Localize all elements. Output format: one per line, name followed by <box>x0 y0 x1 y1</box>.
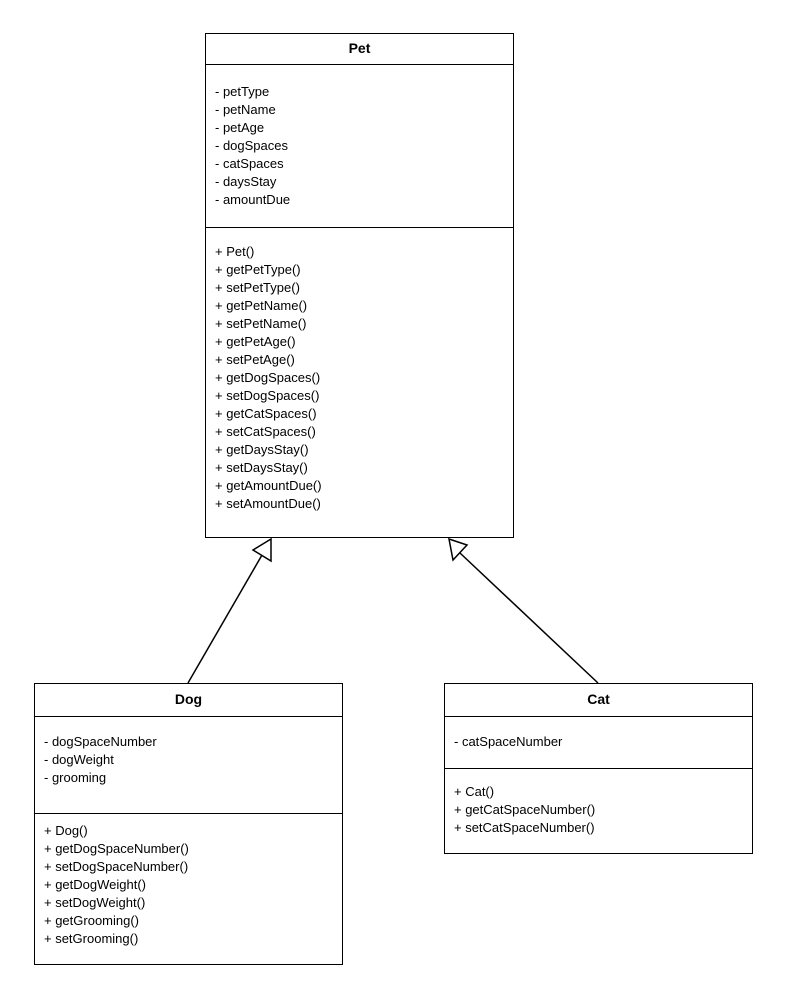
cat-class-name: Cat <box>445 684 752 717</box>
pet-operation: + getAmountDue() <box>215 478 322 493</box>
pet-attribute: - petType <box>215 84 270 99</box>
cat-operations: + Cat() + getCatSpaceNumber() + setCatSpac… <box>445 769 752 837</box>
cat-class[interactable]: Cat - catSpaceNumber + Cat() + getCatSpac… <box>444 683 753 854</box>
dog-operation: + getDogSpaceNumber() <box>44 841 189 856</box>
dog-operation: + setGrooming() <box>44 931 139 946</box>
pet-class-name: Pet <box>206 34 513 65</box>
pet-operation: + getPetAge() <box>215 334 296 349</box>
pet-operation: + getDogSpaces() <box>215 370 321 385</box>
pet-operation: + getDaysStay() <box>215 442 309 457</box>
pet-operation: + setPetName() <box>215 316 307 331</box>
pet-operation: + setCatSpaces() <box>215 424 316 439</box>
pet-attribute: - daysStay <box>215 174 277 189</box>
pet-operation: + setAmountDue() <box>215 496 321 511</box>
dog-operations: + Dog() + getDogSpaceNumber() + setDogSpac… <box>35 814 342 948</box>
pet-operation: + setDogSpaces() <box>215 388 320 403</box>
dog-operation: + setDogSpaceNumber() <box>44 859 189 874</box>
cat-generalization-line <box>459 552 599 684</box>
dog-operation: + getDogWeight() <box>44 877 147 892</box>
pet-attribute: - catSpaces <box>215 156 284 171</box>
pet-operation: + setDaysStay() <box>215 460 308 475</box>
cat-attribute: - catSpaceNumber <box>454 734 563 749</box>
pet-class[interactable]: Pet - petType - petName - petAge - dogSpace… <box>205 33 514 538</box>
dog-operation: + Dog() <box>44 823 88 838</box>
dog-attributes: - dogSpaceNumber - dogWeight - grooming <box>35 717 342 814</box>
dog-attribute: - dogWeight <box>44 752 114 767</box>
pet-attribute: - petAge <box>215 120 265 135</box>
dog-attribute: - dogSpaceNumber <box>44 734 157 749</box>
pet-operations: + Pet() + getPetType() + setPetType() + get… <box>206 228 513 513</box>
dog-operation: + getGrooming() <box>44 913 140 928</box>
pet-attribute: - amountDue <box>215 192 291 207</box>
pet-attributes: - petType - petName - petAge - dogSpaces - c… <box>206 65 513 228</box>
pet-attribute: - petName <box>215 102 276 117</box>
cat-operation: + Cat() <box>454 784 495 799</box>
dog-class-name: Dog <box>35 684 342 717</box>
pet-operation: + getPetName() <box>215 298 308 313</box>
dog-class[interactable]: Dog - dogSpaceNumber - dogWeight - groomin… <box>34 683 343 965</box>
cat-attributes: - catSpaceNumber <box>445 717 752 769</box>
cat-operation: + setCatSpaceNumber() <box>454 820 595 835</box>
cat-generalization-arrowhead <box>448 537 469 562</box>
dog-generalization-arrowhead <box>251 537 272 563</box>
dog-operation: + setDogWeight() <box>44 895 146 910</box>
pet-attribute: - dogSpaces <box>215 138 288 153</box>
pet-operation: + getPetType() <box>215 262 301 277</box>
dog-attribute: - grooming <box>44 770 107 785</box>
dog-generalization-line <box>187 554 263 684</box>
pet-operation: + Pet() <box>215 244 255 259</box>
pet-operation: + setPetAge() <box>215 352 295 367</box>
pet-operation: + getCatSpaces() <box>215 406 317 421</box>
cat-operation: + getCatSpaceNumber() <box>454 802 596 817</box>
pet-operation: + setPetType() <box>215 280 300 295</box>
